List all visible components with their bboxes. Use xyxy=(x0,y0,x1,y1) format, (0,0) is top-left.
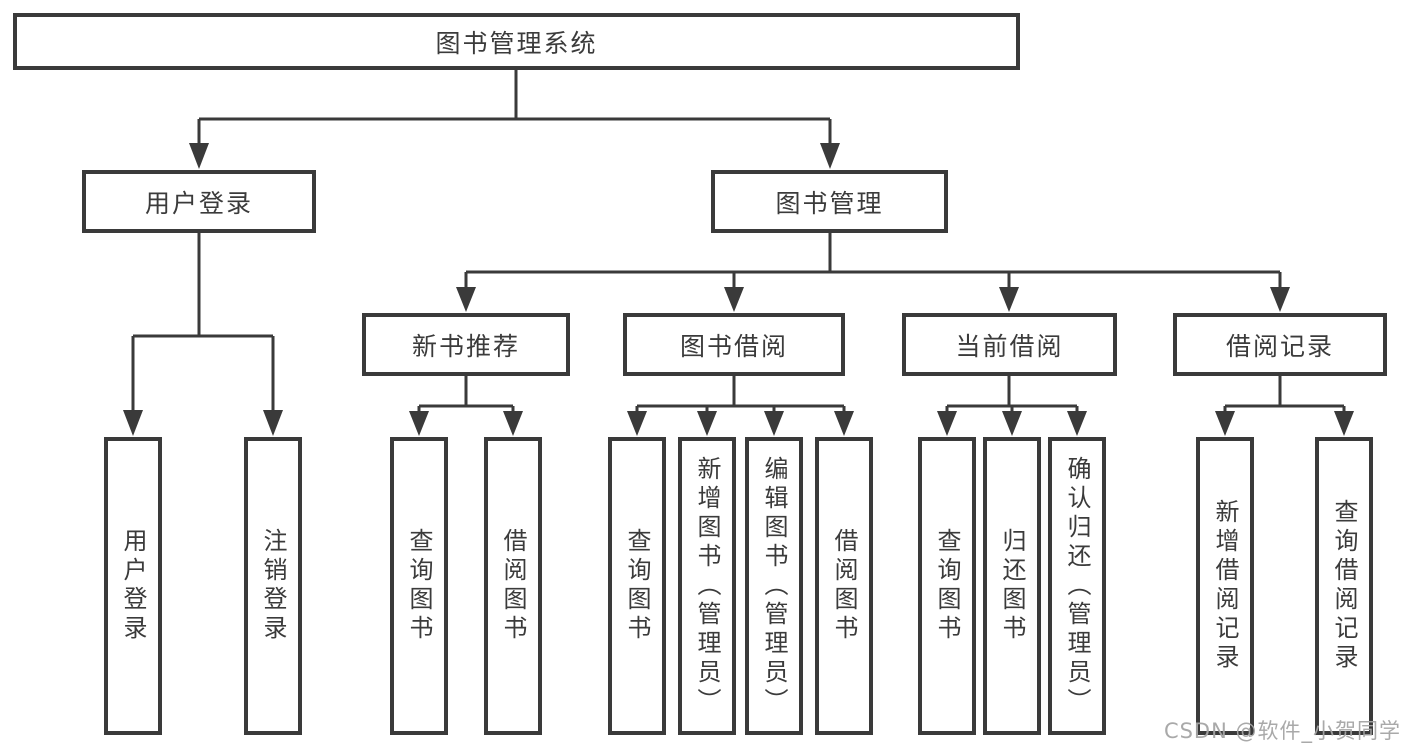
leaf-return-books-label: 归还图书 xyxy=(998,528,1026,644)
leaf-add-books-admin: 新增图书（管理员） xyxy=(678,437,736,735)
leaf-confirm-return-admin-label: 确认归还（管理员） xyxy=(1063,455,1091,717)
leaf-query-books-recommend: 查询图书 xyxy=(390,437,448,735)
leaf-borrow-books-borrowing-label: 借阅图书 xyxy=(830,528,858,644)
leaf-return-books: 归还图书 xyxy=(983,437,1041,735)
node-user-login: 用户登录 xyxy=(82,170,316,233)
leaf-query-books-borrowing: 查询图书 xyxy=(608,437,666,735)
node-root-label: 图书管理系统 xyxy=(435,28,598,58)
node-user-login-label: 用户登录 xyxy=(144,188,253,218)
leaf-add-borrow-record: 新增借阅记录 xyxy=(1196,437,1254,735)
leaf-query-borrow-record: 查询借阅记录 xyxy=(1315,437,1373,735)
leaf-add-books-admin-label: 新增图书（管理员） xyxy=(693,455,721,717)
leaf-user-login: 用户登录 xyxy=(104,437,162,735)
leaf-borrow-books-recommend-label: 借阅图书 xyxy=(499,528,527,644)
node-book-borrowing-label: 图书借阅 xyxy=(679,331,788,361)
leaf-query-books-current: 查询图书 xyxy=(918,437,976,735)
node-borrowing-records-label: 借阅记录 xyxy=(1225,331,1334,361)
leaf-edit-books-admin: 编辑图书（管理员） xyxy=(745,437,803,735)
node-current-borrowing-label: 当前借阅 xyxy=(955,331,1064,361)
watermark: CSDN @软件_小贺同学 xyxy=(1163,719,1401,743)
leaf-query-books-borrowing-label: 查询图书 xyxy=(623,528,651,644)
leaf-confirm-return-admin: 确认归还（管理员） xyxy=(1048,437,1106,735)
leaf-logout-label: 注销登录 xyxy=(259,528,287,644)
leaf-logout: 注销登录 xyxy=(244,437,302,735)
leaf-edit-books-admin-label: 编辑图书（管理员） xyxy=(760,455,788,717)
arrowheads xyxy=(123,143,1354,436)
node-borrowing-records: 借阅记录 xyxy=(1173,313,1387,376)
node-new-book-recommendation: 新书推荐 xyxy=(362,313,570,376)
node-current-borrowing: 当前借阅 xyxy=(902,313,1117,376)
node-book-management-label: 图书管理 xyxy=(775,188,884,218)
leaf-query-books-current-label: 查询图书 xyxy=(933,528,961,644)
node-root: 图书管理系统 xyxy=(13,13,1020,70)
node-new-book-recommendation-label: 新书推荐 xyxy=(411,331,520,361)
leaf-query-borrow-record-label: 查询借阅记录 xyxy=(1330,499,1358,673)
node-book-borrowing: 图书借阅 xyxy=(623,313,845,376)
leaf-borrow-books-borrowing: 借阅图书 xyxy=(815,437,873,735)
leaf-query-books-recommend-label: 查询图书 xyxy=(405,528,433,644)
leaf-borrow-books-recommend: 借阅图书 xyxy=(484,437,542,735)
leaf-user-login-label: 用户登录 xyxy=(119,528,147,644)
leaf-add-borrow-record-label: 新增借阅记录 xyxy=(1211,499,1239,673)
node-book-management: 图书管理 xyxy=(711,170,948,233)
